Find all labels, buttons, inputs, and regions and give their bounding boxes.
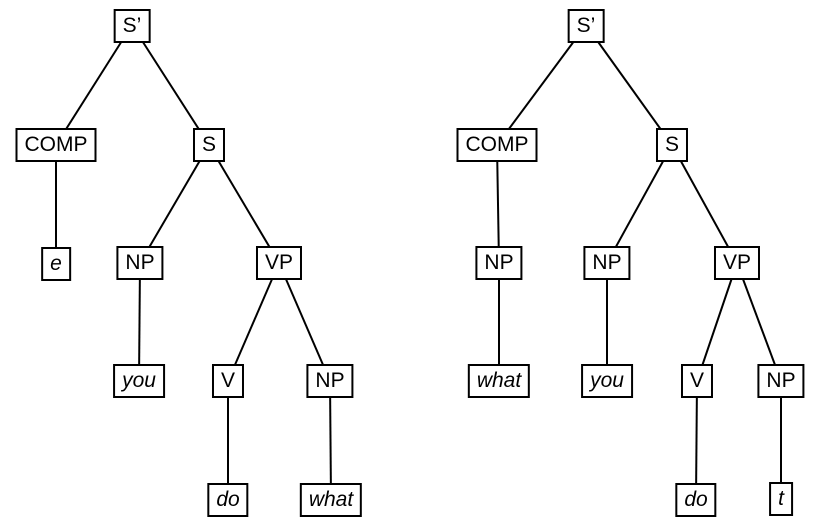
right-edge-sbar-comp: [496, 24, 587, 146]
right-edge-v-do: [695, 380, 698, 500]
right-node-t: t: [769, 482, 793, 516]
right-node-v: V: [680, 364, 714, 398]
left-node-s: S: [192, 128, 226, 162]
left-node-e: e: [41, 247, 71, 281]
left-node-do: do: [207, 483, 249, 517]
left-node-vp: VP: [255, 246, 303, 280]
left-node-you: you: [113, 364, 165, 398]
left-edge-vp-np: [278, 262, 331, 382]
right-node-comp: COMP: [456, 128, 538, 162]
left-node-what: what: [299, 483, 363, 517]
right-edge-vp-np: [736, 262, 782, 382]
left-node-np-subject: NP: [116, 246, 164, 280]
left-edge-sbar-comp: [55, 24, 133, 146]
right-node-np-object: NP: [757, 364, 805, 398]
left-edge-vp-v: [227, 262, 280, 382]
right-edge-vp-v: [696, 262, 738, 382]
left-edge-s-vp: [208, 144, 280, 264]
right-node-vp: VP: [713, 246, 761, 280]
left-edge-s-np: [139, 144, 210, 264]
left-node-np-object: NP: [306, 364, 354, 398]
right-edge-sbar-s: [585, 24, 673, 146]
right-node-s-bar: S’: [567, 9, 605, 43]
left-node-comp: COMP: [15, 128, 97, 162]
left-edge-np-what: [329, 380, 332, 500]
left-edge-np-you: [138, 262, 141, 382]
left-node-v: V: [211, 364, 245, 398]
left-node-s-bar: S’: [113, 9, 151, 43]
right-node-you: you: [581, 364, 633, 398]
right-edge-s-vp: [671, 144, 738, 264]
right-node-np-subject: NP: [583, 246, 631, 280]
right-edge-comp-np: [496, 144, 500, 264]
right-node-s: S: [655, 128, 689, 162]
right-node-what: what: [467, 364, 531, 398]
right-node-np-comp: NP: [475, 246, 523, 280]
right-node-do: do: [675, 483, 717, 517]
left-edge-sbar-s: [131, 24, 210, 146]
right-edge-s-np: [606, 144, 673, 264]
